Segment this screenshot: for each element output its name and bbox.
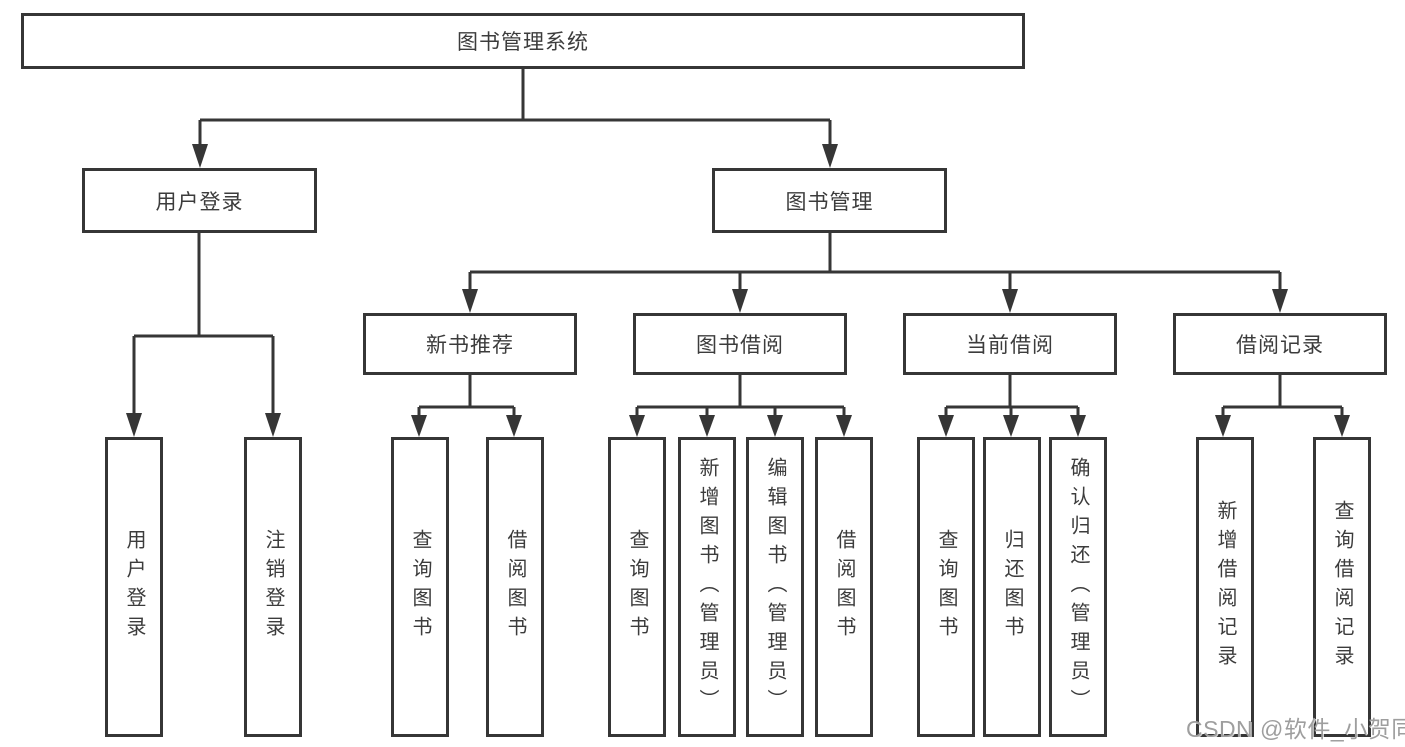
arrowhead-borrow-record	[1272, 289, 1288, 313]
connector-book-borrow-to-leaves	[629, 375, 852, 437]
node-root-system: 图书管理系统	[21, 13, 1025, 69]
leaf-query-book-1: 查询图书	[391, 437, 449, 737]
node-current-borrowing-label: 当前借阅	[966, 334, 1054, 357]
leaf-return-book-label: 归还图书	[1001, 529, 1023, 645]
leaf-edit-book-admin: 编辑图书（管理员）	[746, 437, 804, 737]
leaf-user-login-label: 用户登录	[123, 529, 145, 645]
leaf-query-book-2-label: 查询图书	[626, 529, 648, 645]
arrowhead-user-login	[192, 144, 208, 168]
connector-new-book-to-leaves	[411, 375, 522, 437]
connector-book-mgmt-to-level3	[462, 233, 1288, 313]
connector-user-login-to-leaves	[126, 233, 281, 437]
leaf-borrow-book-2-label: 借阅图书	[833, 529, 855, 645]
node-current-borrowing: 当前借阅	[903, 313, 1117, 375]
node-book-borrowing: 图书借阅	[633, 313, 847, 375]
node-root-label: 图书管理系统	[457, 31, 589, 54]
arrowhead-book-mgmt	[822, 144, 838, 168]
leaf-borrow-book-1-label: 借阅图书	[504, 529, 526, 645]
node-new-book-recommend-label: 新书推荐	[426, 334, 514, 357]
leaf-add-book-admin-label: 新增图书（管理员）	[696, 456, 718, 718]
arrowhead-leaf-logout	[265, 413, 281, 437]
leaf-logout: 注销登录	[244, 437, 302, 737]
leaf-return-book: 归还图书	[983, 437, 1041, 737]
leaf-query-borrow-record-label: 查询借阅记录	[1331, 500, 1353, 674]
leaf-query-book-3-label: 查询图书	[935, 529, 957, 645]
arrowhead-new-book	[462, 289, 478, 313]
leaf-query-book-2: 查询图书	[608, 437, 666, 737]
leaf-edit-book-admin-label: 编辑图书（管理员）	[764, 456, 786, 718]
leaf-add-borrow-record: 新增借阅记录	[1196, 437, 1254, 737]
leaf-query-borrow-record: 查询借阅记录	[1313, 437, 1371, 737]
node-user-login-label: 用户登录	[155, 190, 244, 214]
leaf-add-book-admin: 新增图书（管理员）	[678, 437, 736, 737]
node-book-borrowing-label: 图书借阅	[696, 334, 784, 357]
leaf-logout-label: 注销登录	[262, 529, 284, 645]
arrowhead-leaf-login	[126, 413, 142, 437]
node-borrow-records-label: 借阅记录	[1236, 334, 1324, 357]
leaf-confirm-return-admin-label: 确认归还（管理员）	[1067, 456, 1089, 718]
node-new-book-recommend: 新书推荐	[363, 313, 577, 375]
connector-current-borrow-to-leaves	[938, 375, 1086, 437]
connector-borrow-record-to-leaves	[1215, 375, 1350, 437]
arrowhead-book-borrow	[732, 289, 748, 313]
leaf-borrow-book-2: 借阅图书	[815, 437, 873, 737]
node-user-login: 用户登录	[82, 168, 317, 233]
arrowhead-current-borrow	[1002, 289, 1018, 313]
leaf-query-book-1-label: 查询图书	[409, 529, 431, 645]
csdn-watermark: CSDN @软件_小贺同学	[1186, 716, 1405, 742]
leaf-confirm-return-admin: 确认归还（管理员）	[1049, 437, 1107, 737]
leaf-user-login: 用户登录	[105, 437, 163, 737]
node-book-mgmt-label: 图书管理	[785, 190, 874, 214]
node-book-mgmt: 图书管理	[712, 168, 947, 233]
node-borrow-records: 借阅记录	[1173, 313, 1387, 375]
connector-root-to-level2	[192, 69, 838, 168]
leaf-borrow-book-1: 借阅图书	[486, 437, 544, 737]
leaf-add-borrow-record-label: 新增借阅记录	[1214, 500, 1236, 674]
leaf-query-book-3: 查询图书	[917, 437, 975, 737]
